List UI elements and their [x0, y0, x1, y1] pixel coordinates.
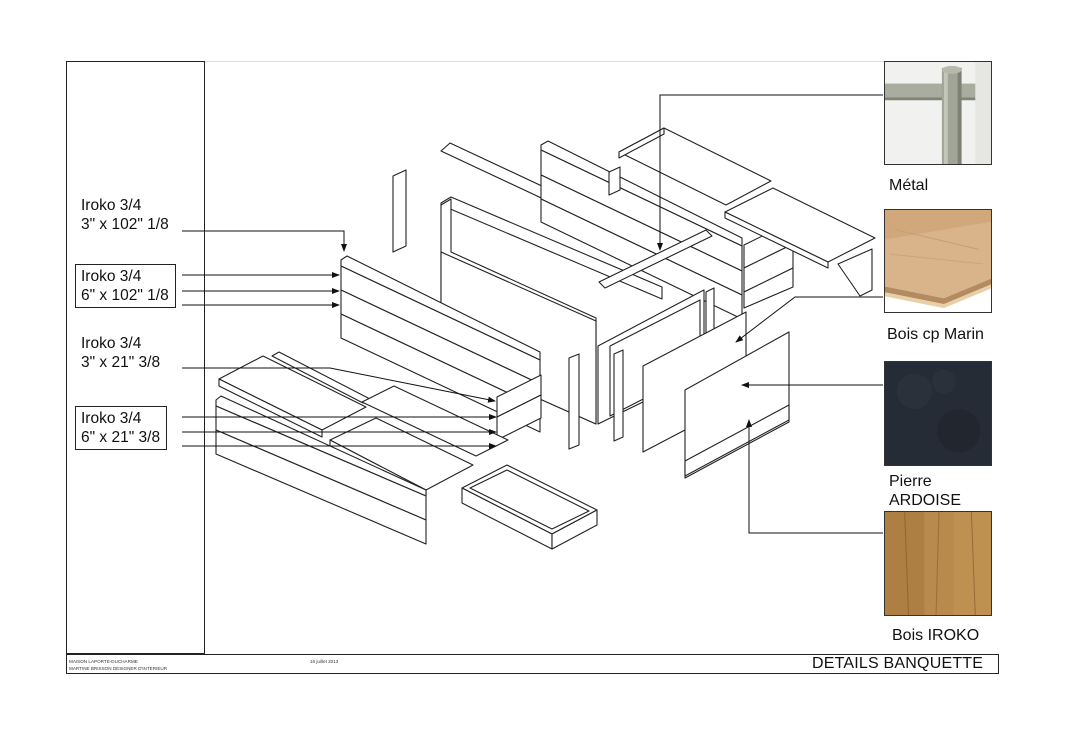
long-slat-3 [340, 313, 541, 433]
long-top-strip [440, 142, 641, 241]
back-plywood-panel [440, 196, 663, 300]
swatch-slate [884, 361, 992, 466]
left-lid-1 [218, 355, 367, 431]
long-slat-2 [340, 289, 541, 409]
long-slat-1 [340, 265, 541, 385]
long-slat-top [340, 255, 541, 361]
label-iroko-6x21: Iroko 3/4 6" x 21" 3/8 [75, 406, 168, 450]
label-metal: Métal [889, 177, 929, 194]
drawing-title: DETAILS BANQUETTE [812, 655, 984, 672]
label-iroko-3x102: Iroko 3/4 3" x 102" 1/8 [81, 196, 169, 234]
label-line: 3" x 21" 3/8 [81, 354, 161, 371]
label-iroko-6x102: Iroko 3/4 6" x 102" 1/8 [75, 264, 176, 308]
vertical-cleat [392, 169, 407, 253]
leader-iroko [746, 419, 883, 534]
label-column-frame [66, 61, 205, 654]
label-line: Iroko 3/4 [81, 410, 142, 427]
label-line: Iroko 3/4 [81, 335, 142, 352]
swatch-plywood [884, 209, 992, 313]
lid-board-1 [618, 127, 772, 206]
label-line: Iroko 3/4 [81, 268, 142, 285]
label-iroko-3x21: Iroko 3/4 3" x 21" 3/8 [81, 334, 160, 372]
title-block-designer: MARTINE BRISSON DESIGNER D'INTERIEUR [69, 666, 168, 671]
leader-plywood [735, 296, 883, 343]
leader-l3 [182, 367, 496, 403]
swatch-iroko [884, 511, 992, 616]
end-panel-slate [684, 331, 790, 471]
front-plywood-panel [597, 289, 705, 425]
label-line: 3" x 102" 1/8 [81, 216, 169, 233]
swatch-metal [884, 61, 992, 165]
lid-board-2 [724, 187, 876, 263]
end-panel-plywood [642, 311, 747, 453]
label-line: ARDOISE [889, 492, 962, 509]
title-block [66, 654, 999, 674]
back-long-panel [440, 198, 597, 425]
label-line: Pierre [889, 473, 932, 490]
title-block-company: MAISON LAPORTE-DUCHARME [69, 659, 138, 664]
leader-metal [657, 94, 883, 251]
title-block-date: 16 juillet 2013 [310, 659, 339, 664]
mid-box [361, 385, 509, 457]
label-line: Iroko 3/4 [81, 197, 142, 214]
label-line: 6" x 21" 3/8 [81, 429, 161, 446]
left-lid-2 [329, 417, 474, 491]
drawer-box [461, 464, 598, 535]
cross-strip [598, 229, 713, 289]
short-slat-a [496, 374, 542, 418]
label-plywood: Bois cp Marin [887, 326, 984, 343]
label-line: 6" x 102" 1/8 [81, 287, 169, 304]
label-iroko: Bois IROKO [892, 627, 980, 644]
leader-l1 [182, 230, 347, 252]
back-slat-top [540, 140, 743, 247]
drawing-area-top-edge [205, 61, 885, 62]
label-slate: Pierre ARDOISE [889, 472, 961, 510]
